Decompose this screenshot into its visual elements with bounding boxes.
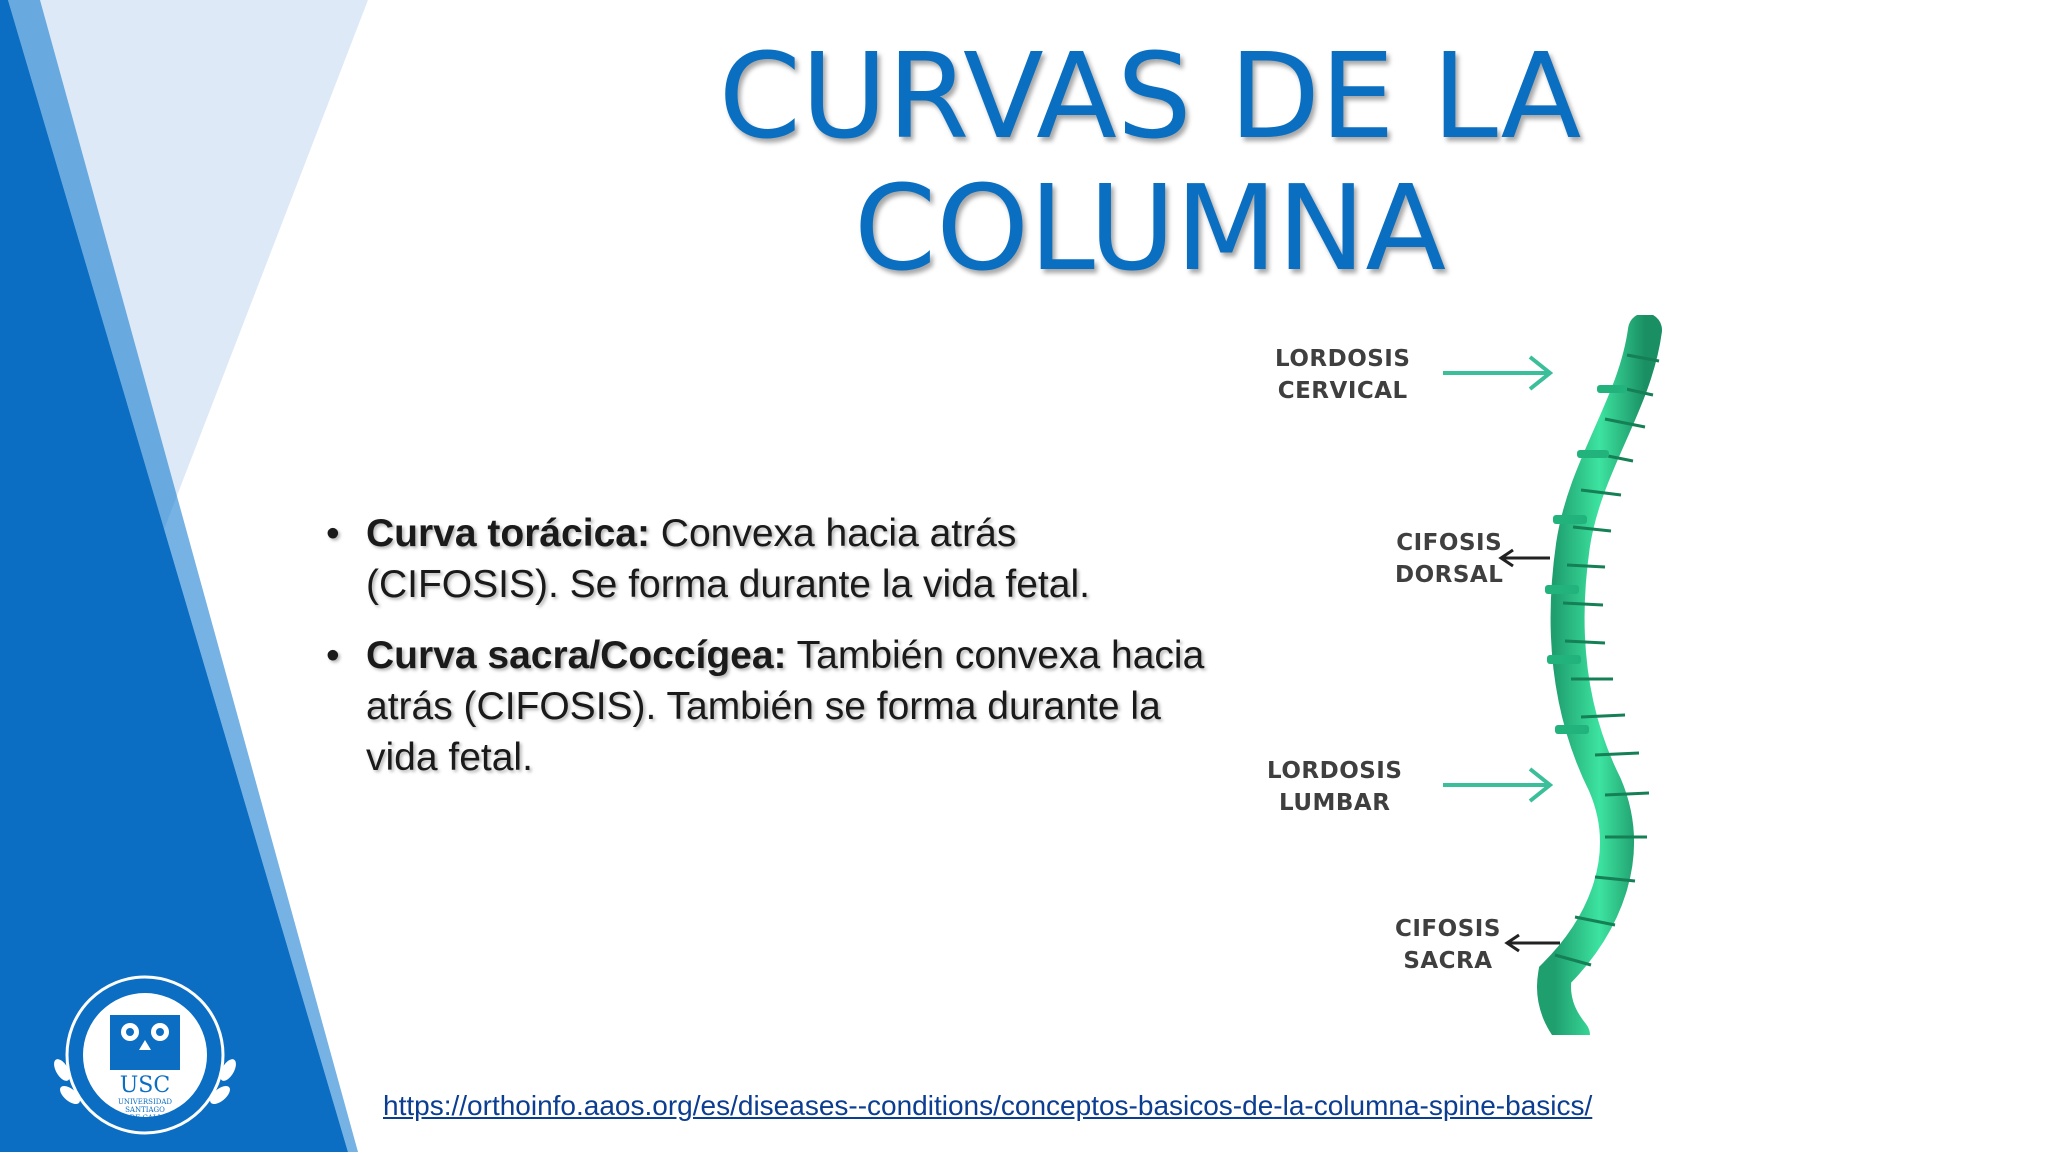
arrow-cervical	[1443, 355, 1554, 391]
label-cifosis-dorsal: CIFOSIS DORSAL	[1395, 527, 1503, 591]
university-logo: USC UNIVERSIDAD SANTIAGO DE CALI	[54, 975, 236, 1135]
logo-initials: USC	[120, 1073, 170, 1098]
bullet-text: Convexa hacia atrás (CIFOSIS). Se forma …	[366, 512, 1090, 606]
label-line: LORDOSIS	[1275, 346, 1411, 372]
label-line: CIFOSIS	[1396, 530, 1503, 556]
mid-blue-edge	[8, 0, 358, 1152]
source-link[interactable]: https://orthoinfo.aaos.org/es/diseases--…	[383, 1090, 1593, 1121]
bullet-term: Curva sacra/Coccígea:	[366, 634, 787, 677]
logo-name-1: UNIVERSIDAD	[118, 1098, 172, 1106]
label-line: CERVICAL	[1277, 378, 1408, 404]
title-line-1: CURVAS DE LA	[718, 27, 1582, 165]
label-cifosis-sacra: CIFOSIS SACRA	[1395, 913, 1501, 977]
label-lordosis-cervical: LORDOSIS CERVICAL	[1275, 343, 1410, 407]
spine-column	[1537, 313, 1662, 1052]
logo-outer-ring	[65, 975, 225, 1135]
title-line-2: COLUMNA	[853, 159, 1447, 297]
spine-illustration	[1443, 313, 1662, 1052]
bullet-text: También convexa hacia atrás (CIFOSIS). T…	[366, 634, 1205, 779]
dark-blue-band	[0, 0, 348, 1152]
label-line: LORDOSIS	[1267, 758, 1403, 784]
laurel-icon	[54, 1059, 236, 1104]
owl-icon	[110, 1015, 180, 1070]
bullet-item: • Curva torácica: Convexa hacia atrás (C…	[326, 508, 1206, 610]
label-line: SACRA	[1403, 948, 1493, 974]
spine-figure: LORDOSIS CERVICAL CIFOSIS DORSAL LORDOSI…	[1255, 313, 1715, 1052]
bullet-item: • Curva sacra/Coccígea: También convexa …	[326, 630, 1206, 783]
arrow-lumbar	[1443, 767, 1554, 803]
logo-name-2: SANTIAGO	[125, 1106, 165, 1114]
bullet-dot: •	[326, 634, 340, 677]
bullet-list: • Curva torácica: Convexa hacia atrás (C…	[326, 508, 1206, 803]
label-lordosis-lumbar: LORDOSIS LUMBAR	[1267, 755, 1402, 819]
bullet-term: Curva torácica:	[366, 512, 650, 555]
arrow-sacral	[1504, 933, 1560, 953]
arrow-dorsal	[1498, 548, 1550, 568]
slide-title: CURVAS DE LA COLUMNA	[700, 30, 1600, 294]
label-line: CIFOSIS	[1395, 916, 1501, 942]
label-line: DORSAL	[1395, 562, 1504, 588]
spinous-processes	[1545, 385, 1627, 734]
logo-name-3: DE CALI	[130, 1114, 161, 1122]
label-line: LUMBAR	[1278, 790, 1391, 816]
bullet-dot: •	[326, 512, 340, 555]
